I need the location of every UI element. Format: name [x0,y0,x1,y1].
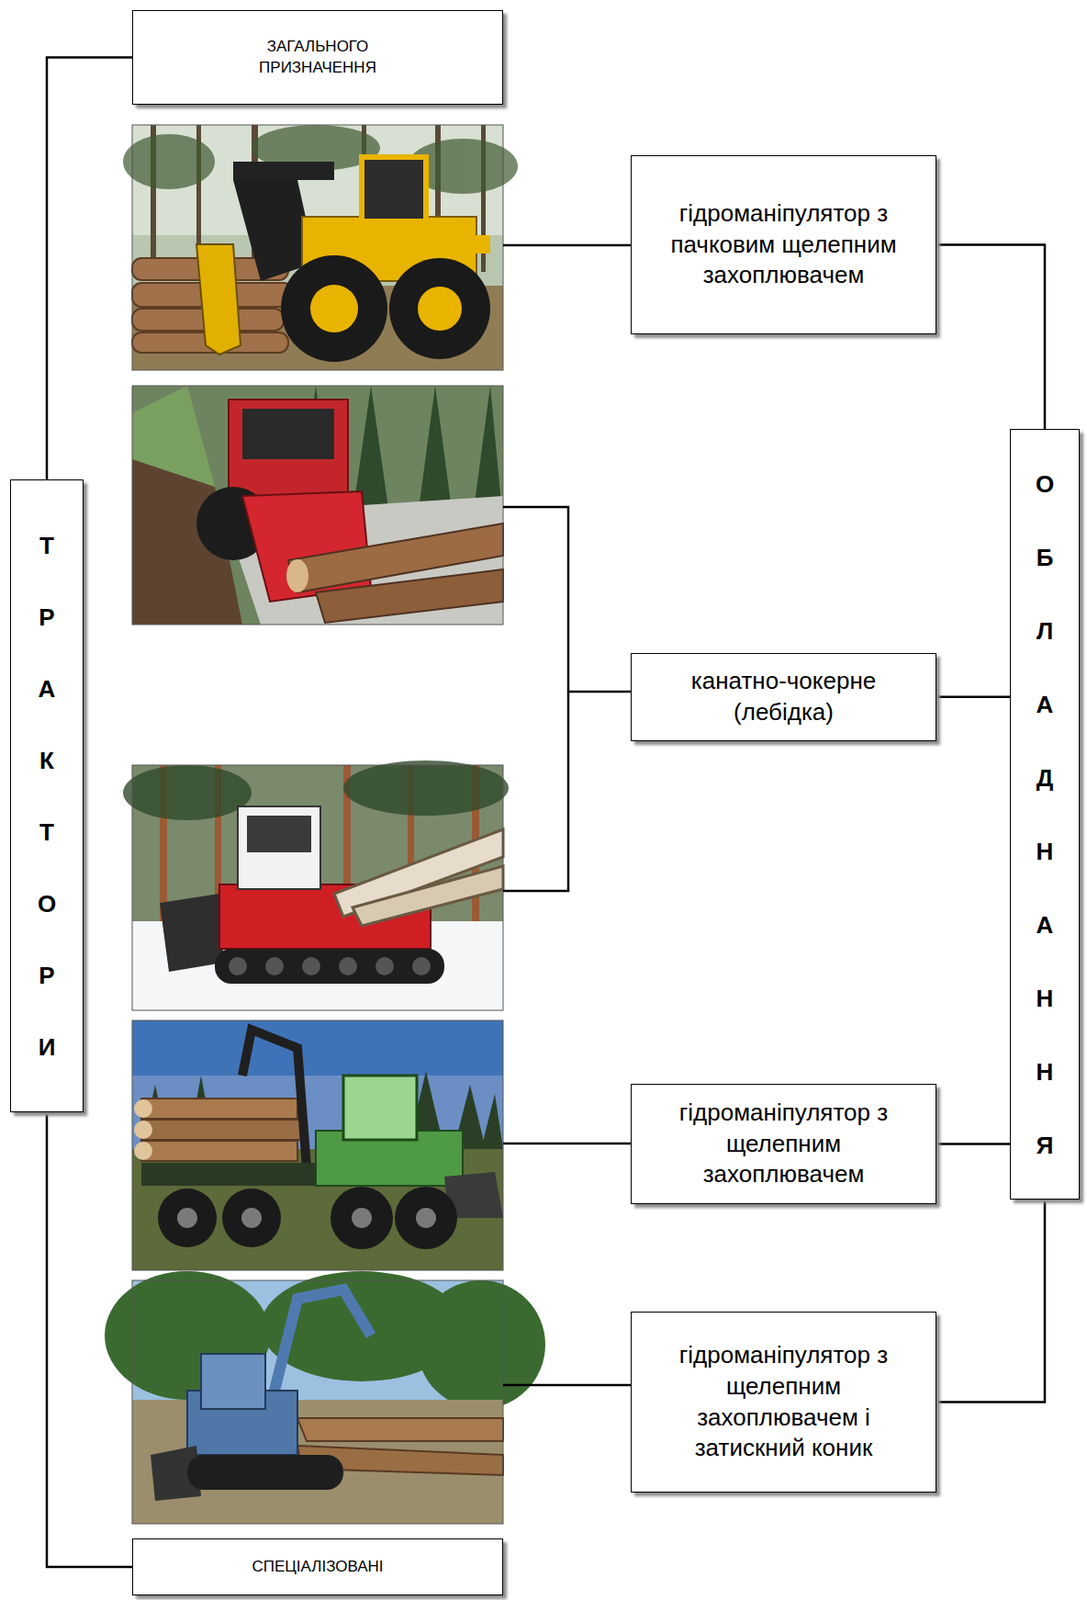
node-label: гідроманіпулятор з щелепним захоплювачем [631,1089,936,1198]
node-label: канатно-чокерне (лебідка) [631,658,936,736]
equipment-box: гідроманіпулятор з щелепним захоплювачем [630,1083,937,1204]
winch-tractor-photo [132,385,504,625]
skidder-photo [123,124,518,370]
node-label: ТРАКТОРИ [34,509,59,1083]
connector-line [936,1142,1010,1145]
connector-line [936,245,1045,430]
node-label: СПЕЦІАЛІЗОВАНІ [251,1556,383,1578]
node-label: ОБЛАДНАННЯ [1032,447,1057,1182]
category-box: СПЕЦІАЛІЗОВАНІ [132,1537,504,1595]
group-box: ТРАКТОРИ [10,479,84,1112]
equipment-box: гідроманіпулятор з щелепним захоплювачем… [630,1311,937,1492]
category-box: ЗАГАЛЬНОГО ПРИЗНАЧЕННЯ [132,10,504,105]
connector-line [936,1199,1045,1402]
forwarder-photo [132,1019,504,1270]
tracked-tractor-photo [123,760,509,1010]
node-label: ЗАГАЛЬНОГО ПРИЗНАЧЕННЯ [212,36,424,79]
connector-line [46,57,133,481]
group-box: ОБЛАДНАННЯ [1009,428,1080,1200]
node-label: гідроманіпулятор з пачковим щелепним зах… [631,190,936,299]
connector-line [936,695,1010,699]
equipment-box: канатно-чокерне (лебідка) [630,652,937,741]
crane-tractor-photo [104,1270,546,1524]
connector-line [46,1111,133,1567]
node-label: гідроманіпулятор з щелепним захоплювачем… [631,1332,936,1471]
equipment-box: гідроманіпулятор з пачковим щелепним зах… [630,155,937,335]
photo-leader-lines [503,245,631,1385]
